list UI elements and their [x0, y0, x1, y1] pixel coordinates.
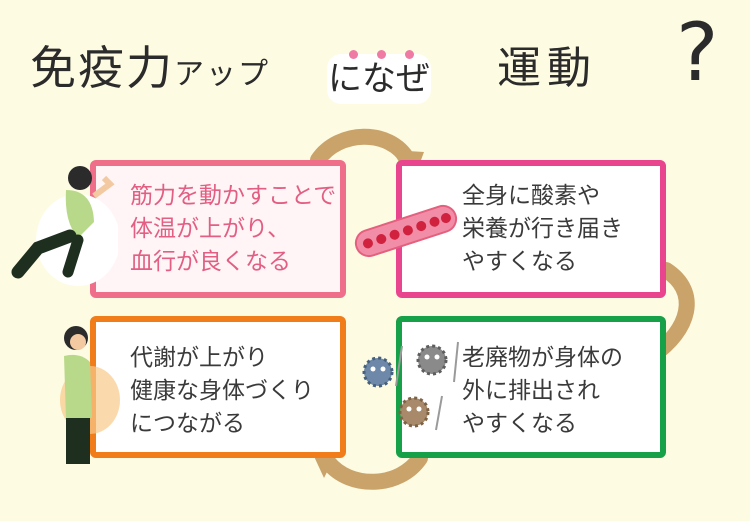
head	[68, 166, 92, 190]
arrow-1-to-2	[310, 128, 416, 168]
title-up: アップ	[174, 57, 270, 92]
step-2-text: 全身に酸素や 栄養が行き届き やすくなる	[462, 183, 623, 275]
step-4-text: 老廃物が身体の 外に排出され やすくなる	[462, 345, 623, 437]
motion-arrows	[395, 341, 459, 431]
step-3-text: 代謝が上がり 健康な身体づくり につながる	[130, 345, 314, 437]
legs	[11, 229, 77, 279]
step-box-1	[90, 160, 346, 298]
arm	[92, 175, 115, 199]
waste-particle-brown	[398, 396, 430, 428]
shirt	[64, 354, 92, 420]
page-title: 免疫力アップ	[30, 32, 270, 98]
title-why: になぜ	[328, 59, 430, 99]
waste-particle-gray	[416, 344, 448, 376]
step-1-text: 筋力を動かすことで 体温が上がり、 血行が良くなる	[130, 183, 337, 275]
shirt	[65, 190, 94, 238]
waste-particles-illustration	[362, 341, 459, 431]
waste-particle-blue	[362, 356, 394, 388]
standing-person-illustration	[60, 326, 120, 464]
emphasis-dot	[377, 50, 386, 59]
arrow-4-to-3	[320, 450, 428, 490]
title-exercise: 運動	[497, 43, 597, 94]
pants	[66, 418, 90, 464]
title-why-badge: になぜ	[327, 50, 431, 104]
emphasis-dot	[349, 50, 358, 59]
title-immunity: 免疫力	[30, 41, 174, 95]
emphasis-dot	[405, 50, 414, 59]
step-box-4	[396, 316, 666, 458]
title-question-mark: ?	[676, 6, 719, 99]
exercising-person-illustration	[11, 166, 118, 286]
blood-vessel-illustration	[354, 204, 458, 258]
